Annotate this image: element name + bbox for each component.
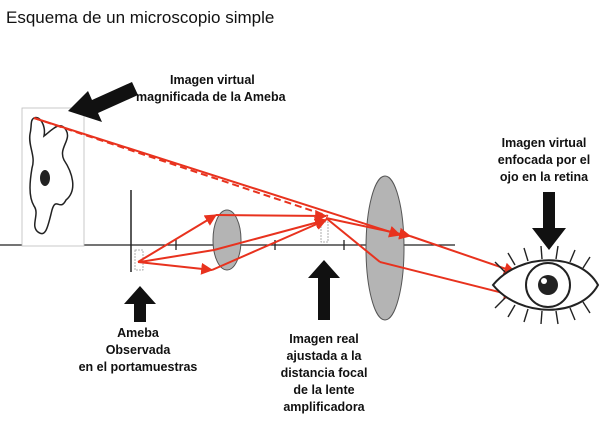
svg-text:de la lente: de la lente <box>293 383 354 397</box>
svg-text:Imagen real: Imagen real <box>289 332 358 346</box>
pointer-arrow-icon <box>308 260 340 320</box>
label-virtual-magnified: Imagen virtual magnificada de la Ameba <box>136 73 287 104</box>
eye-icon <box>491 245 600 325</box>
pointer-arrow-icon <box>532 192 566 250</box>
label-real-image: Imagen real ajustada a la distancia foca… <box>281 332 368 414</box>
svg-text:ojo en la retina: ojo en la retina <box>500 170 589 184</box>
objective-lens <box>212 209 242 271</box>
real-image-marker <box>320 221 329 243</box>
svg-text:magnificada de la Ameba: magnificada de la Ameba <box>136 90 287 104</box>
svg-text:en el portamuestras: en el portamuestras <box>79 360 198 374</box>
label-ameba-observed: Ameba Observada en el portamuestras <box>79 326 198 374</box>
svg-text:ajustada a la: ajustada a la <box>286 349 362 363</box>
svg-text:Imagen virtual: Imagen virtual <box>502 136 587 150</box>
magnifying-lens <box>365 175 405 321</box>
svg-text:Observada: Observada <box>106 343 172 357</box>
light-rays <box>33 117 517 300</box>
svg-text:amplificadora: amplificadora <box>283 400 365 414</box>
amoeba-icon <box>21 107 85 247</box>
svg-text:distancia focal: distancia focal <box>281 366 368 380</box>
label-virtual-retina: Imagen virtual enfocada por el ojo en la… <box>498 136 590 184</box>
diagram-title: Esquema de un microscopio simple <box>6 8 274 27</box>
svg-text:Ameba: Ameba <box>117 326 160 340</box>
pointer-arrow-icon <box>124 286 156 322</box>
svg-text:Imagen virtual: Imagen virtual <box>170 73 255 87</box>
pointer-arrow-icon <box>68 82 138 122</box>
svg-text:enfocada por el: enfocada por el <box>498 153 590 167</box>
